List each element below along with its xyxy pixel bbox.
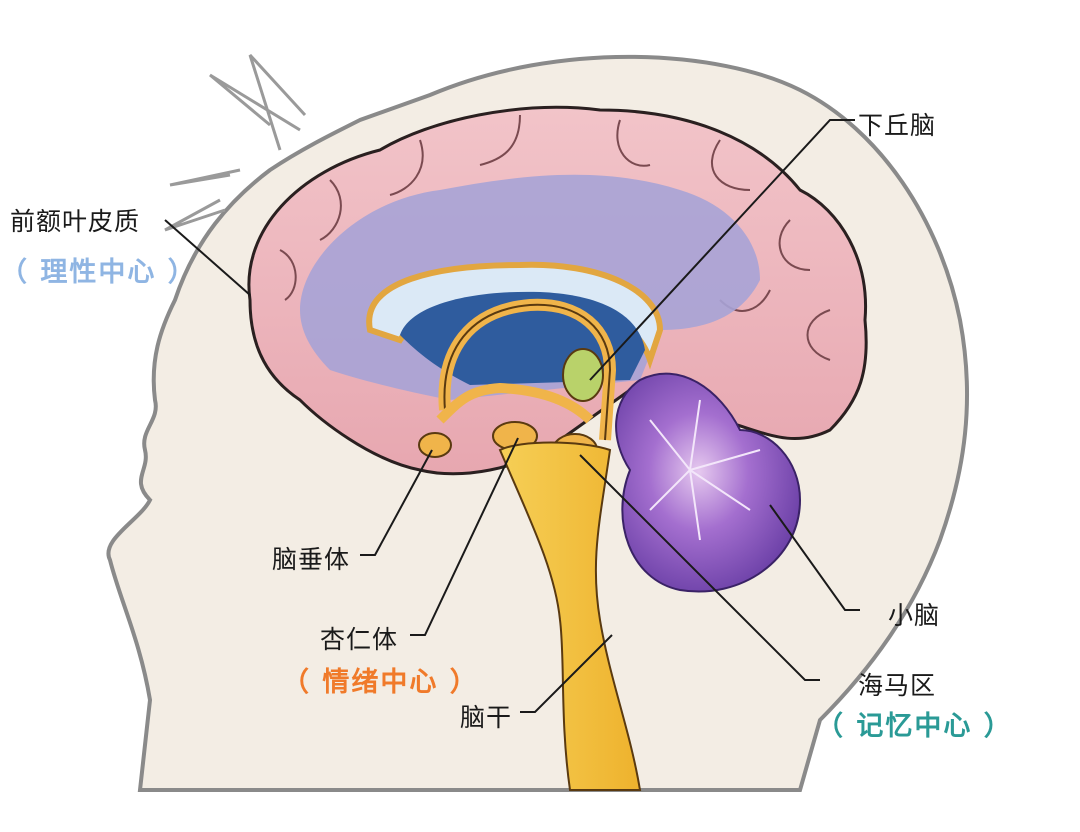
label-cerebellum: 小脑 bbox=[888, 601, 941, 630]
hypothalamus-shape bbox=[562, 348, 604, 402]
leader-lines bbox=[164, 119, 860, 713]
label-brainstem: 脑干 bbox=[460, 703, 513, 732]
label-amygdala: 杏仁体 bbox=[320, 625, 399, 654]
label-hippocampus: 海马区 bbox=[858, 671, 937, 700]
label-emotion-center: （ 情绪中心 ） bbox=[282, 667, 479, 698]
label-memory-center: （ 记忆中心 ） bbox=[816, 711, 1013, 742]
label-pituitary: 脑垂体 bbox=[272, 545, 351, 574]
label-prefrontal-cortex: 前额叶皮质 bbox=[10, 207, 141, 236]
brainstem-shape bbox=[498, 441, 642, 791]
label-rational-center: （ 理性中心 ） bbox=[0, 257, 197, 288]
fornix bbox=[436, 298, 617, 441]
label-hypothalamus: 下丘脑 bbox=[858, 111, 937, 140]
pituitary-shape bbox=[418, 432, 452, 458]
